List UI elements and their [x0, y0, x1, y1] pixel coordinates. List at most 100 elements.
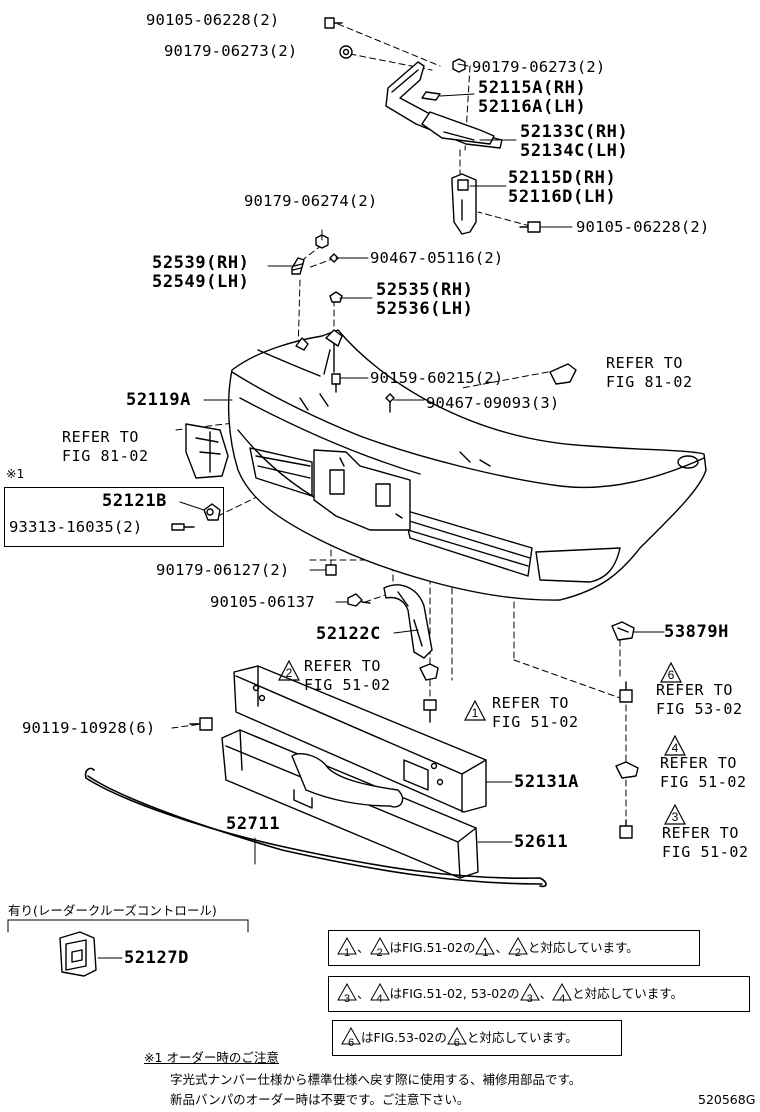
clip-refer-4 [615, 761, 639, 779]
label-52133C: 52133C(RH) [520, 122, 629, 142]
order-note-line1: 字光式ナンバー仕様から標準仕様へ戻す際に使用する、補修用部品です。 [170, 1072, 582, 1087]
label-52116D: 52116D(LH) [508, 187, 617, 207]
clip-52539 [291, 257, 305, 275]
label-90105-06228-top: 90105-06228(2) [146, 11, 280, 29]
bolt-refer-6 [619, 681, 633, 703]
label-52115D: 52115D(RH) [508, 168, 617, 188]
bracket-52122C [383, 584, 433, 659]
refer-6-line2: FIG 53-02 [656, 700, 743, 718]
label-52535: 52535(RH) [376, 280, 474, 300]
bumper-cover-52119A [227, 329, 707, 601]
label-52116A: 52116A(LH) [478, 97, 587, 117]
label-90179-06274: 90179-06274(2) [244, 192, 378, 210]
label-90179-06273-left: 90179-06273(2) [164, 42, 298, 60]
note-tri-2b: 2 [508, 937, 528, 959]
note-tri-4b: 4 [552, 983, 573, 1005]
refer-4-line2: FIG 51-02 [660, 773, 747, 791]
note-1-end: と対応しています。 [527, 940, 639, 955]
refer-2-line2: FIG 51-02 [304, 676, 391, 694]
bolt-refer-1 [423, 699, 437, 723]
nut-90179-06273-right [452, 58, 466, 73]
note-tri-1b: 1 [475, 937, 496, 959]
clip-53879H [611, 621, 635, 641]
bolt-90119-10928 [189, 717, 213, 731]
bumper-reinforcement-52131A [233, 665, 487, 813]
note-tri-4a: 4 [369, 983, 390, 1005]
side-bracket-52115D [451, 173, 477, 235]
refer-3-line1: REFER TO [662, 824, 740, 842]
refer-6-line1: REFER TO [656, 681, 734, 699]
screw-90467-09093 [385, 393, 395, 413]
refer-1-line2: FIG 51-02 [492, 713, 579, 731]
note-2-end: と対応しています。 [572, 986, 684, 1001]
label-52131A: 52131A [514, 772, 580, 792]
note-2-sep2: 、 [539, 986, 553, 1001]
seal-strip-52711 [84, 767, 547, 888]
refer-right-81-02-line2: FIG 81-02 [606, 373, 693, 391]
note-1-text: はFIG.51-02の [389, 940, 476, 955]
retainer-52535 [329, 291, 343, 303]
clip-refer-81-02-right [549, 363, 577, 385]
note-tri-6b: 6 [447, 1027, 467, 1049]
side-part-refer-81-02-left [185, 423, 229, 479]
part-52121B [203, 503, 221, 521]
bolt-90159-60215 [331, 373, 341, 393]
reinforcement-52133C [421, 111, 495, 145]
nut-90179-06127 [325, 564, 337, 576]
label-52122C: 52122C [316, 624, 382, 644]
refer-3-line2: FIG 51-02 [662, 843, 749, 861]
label-90119-10928: 90119-10928(6) [22, 719, 156, 737]
note-tri-2a: 2 [369, 937, 390, 959]
label-90179-06273-right: 90179-06273(2) [472, 58, 606, 76]
refer-right-81-02-line1: REFER TO [606, 354, 684, 372]
label-90467-05116: 90467-05116(2) [370, 249, 504, 267]
clip-refer-2 [419, 663, 439, 681]
label-90467-09093: 90467-09093(3) [426, 394, 560, 412]
label-52539: 52539(RH) [152, 253, 250, 273]
radar-cruise-option-label: 有り(レーダークルーズコントロール) [8, 903, 217, 918]
label-90159-60215: 90159-60215(2) [370, 369, 504, 387]
screw-93313-16035 [171, 523, 195, 531]
note-tri-3a: 3 [337, 983, 357, 1005]
energy-absorber-52611 [221, 729, 479, 879]
note-tri-3b: 3 [519, 983, 540, 1005]
bolt-90105-06228-top [324, 17, 343, 29]
label-93313-16035: 93313-16035(2) [9, 518, 143, 536]
bolt-90105-06137 [347, 593, 371, 607]
label-52711: 52711 [226, 814, 281, 834]
label-52115A: 52115A(RH) [478, 78, 587, 98]
bolt-refer-3 [619, 819, 633, 839]
option-box-52121B [4, 487, 224, 547]
label-52536: 52536(LH) [376, 299, 474, 319]
note-3-text: はFIG.53-02の [361, 1030, 447, 1045]
label-52127D: 52127D [124, 948, 190, 968]
figure-id: 520568G [698, 1092, 756, 1107]
refer-4-line1: REFER TO [660, 754, 738, 772]
refer-left-81-02-line1: REFER TO [62, 428, 140, 446]
label-53879H: 53879H [664, 622, 730, 642]
label-90105-06137: 90105-06137 [210, 593, 315, 611]
label-52134C: 52134C(LH) [520, 141, 629, 161]
nut-90179-06273-left [339, 45, 353, 59]
label-90105-06228-mid: 90105-06228(2) [576, 218, 710, 236]
refer-left-81-02-line2: FIG 81-02 [62, 447, 149, 465]
note-2-text: はFIG.51-02, 53-02の [389, 986, 520, 1001]
label-52549: 52549(LH) [152, 272, 250, 292]
label-90179-06127: 90179-06127(2) [156, 561, 290, 579]
note-3-end: と対応しています。 [466, 1030, 578, 1045]
label-52119A: 52119A [126, 390, 192, 410]
note-1-sep: 、 [357, 940, 370, 955]
part-52127D [59, 931, 97, 977]
note-1-sep2: 、 [495, 940, 508, 955]
note-tri-1a: 1 [337, 937, 357, 959]
refer-2-line1: REFER TO [304, 657, 382, 675]
label-52121B: 52121B [102, 491, 168, 511]
order-note-line2: 新品バンパのオーダー時は不要です。ご注意下さい。 [170, 1092, 470, 1107]
label-52611: 52611 [514, 832, 569, 852]
note-tri-6a: 6 [341, 1027, 361, 1049]
